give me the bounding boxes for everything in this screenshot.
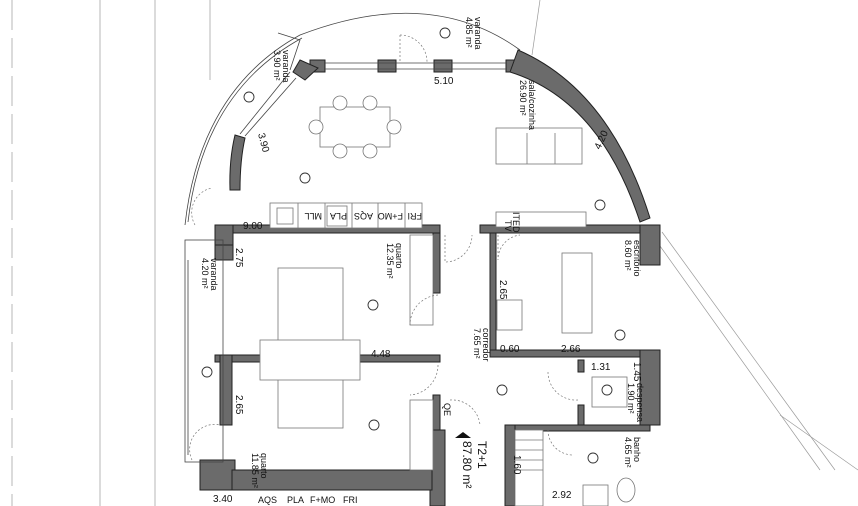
tv-label: TV: [503, 220, 513, 232]
room-name: quarto: [394, 243, 404, 269]
appliance-label: MLL: [304, 211, 322, 221]
appliance-label: FRI: [408, 211, 423, 221]
appliance-label: AQS: [258, 495, 277, 505]
room-name: varanda: [281, 50, 291, 83]
unit-type: T2+1: [475, 441, 489, 469]
room-name: varanda: [473, 17, 483, 50]
walls: [199, 49, 661, 506]
dimension: 9.00: [243, 221, 263, 232]
appliance-label: PLA: [330, 211, 347, 221]
dimension: 1.45: [631, 362, 642, 382]
room-area: 7.65 m²: [472, 328, 482, 359]
room-name: corredor: [481, 328, 491, 362]
dimension: 2.65: [497, 280, 508, 300]
context-lines: [11, 0, 858, 506]
room-area: 4.85 m²: [464, 17, 474, 48]
room-area: 26.90 m²: [518, 80, 528, 116]
doors: [189, 34, 579, 461]
dimension: 2.65: [233, 395, 244, 415]
qe-label: QE: [442, 403, 452, 416]
room-labels: varanda 4.85 m² varanda 3.90 m² sala/coz…: [200, 17, 645, 488]
unit-area: 87.80 m²: [460, 441, 474, 488]
room-area: 3.90 m²: [272, 50, 282, 81]
room-name: sala/cozinha: [527, 80, 537, 130]
people-figures: [201, 27, 626, 464]
room-name: banho: [632, 437, 642, 462]
dimension: 4.48: [371, 349, 391, 360]
dimension: 3.90: [255, 132, 271, 154]
room-name: quarto: [259, 453, 269, 479]
dimension: 3.40: [213, 494, 233, 505]
appliance-label: PLA: [287, 495, 304, 505]
entrance-arrow: [455, 432, 471, 438]
dimension-labels: 5.10 3.90 4.20 9.00 2.75 4.48 2.65 0.60 …: [213, 76, 642, 505]
appliance-label: F+MO: [378, 211, 403, 221]
room-area: 1.90 m²: [626, 383, 636, 414]
appliance-label: FRI: [343, 495, 358, 505]
dimension: 5.10: [434, 76, 454, 87]
appliance-label: F+MO: [310, 495, 335, 505]
balcony-edge: [184, 12, 521, 226]
room-area: 11.85 m²: [250, 453, 260, 488]
kitchen-labels: MLL PLA AQS F+MO FRI TV ITED QE AQS PLA …: [258, 211, 521, 505]
dimension: 0.60: [500, 344, 520, 355]
ited-label: ITED: [511, 212, 521, 233]
room-name: escritório: [632, 240, 642, 277]
dimension: 1.31: [591, 362, 611, 373]
room-area: 4.65 m²: [623, 437, 633, 468]
balcony-left: [184, 239, 224, 463]
dimension: 2.75: [233, 248, 244, 268]
furniture: [259, 95, 636, 506]
room-area: 4.20 m²: [200, 258, 210, 289]
dimension: 1.60: [511, 455, 522, 475]
room-area: 12.35 m²: [385, 243, 395, 279]
dimension: 2.66: [561, 344, 581, 355]
room-name: varanda: [209, 258, 219, 291]
room-name: despensa: [635, 383, 645, 422]
dimension: 2.92: [552, 490, 572, 501]
appliance-label: AQS: [354, 211, 373, 221]
room-area: 8.60 m²: [623, 240, 633, 271]
